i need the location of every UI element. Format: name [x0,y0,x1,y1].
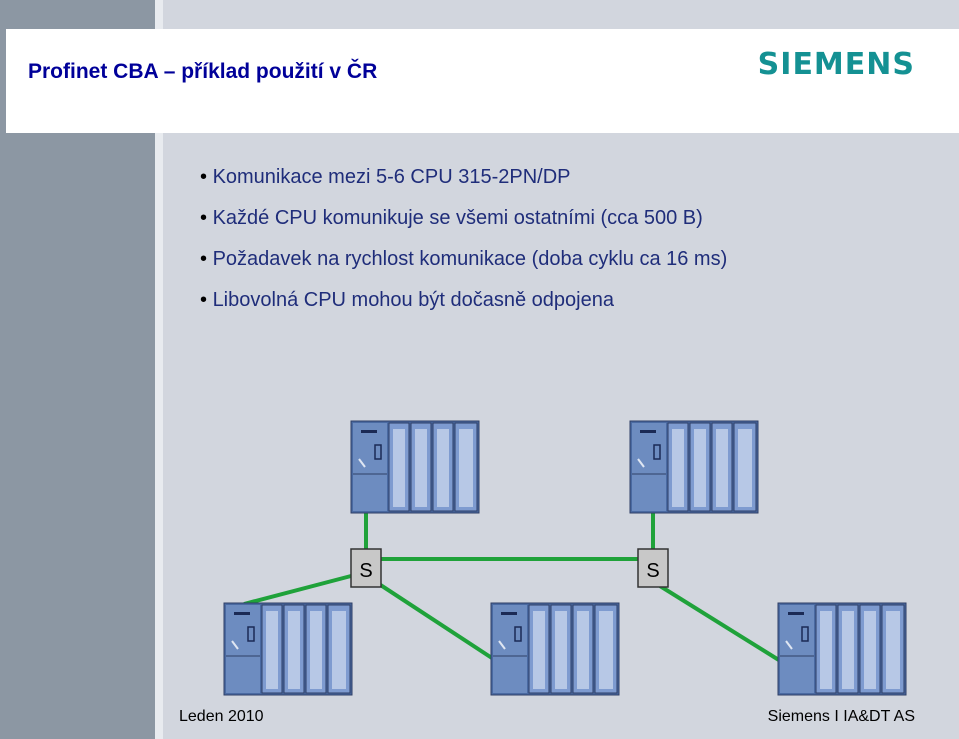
network-switch-icon: S [637,548,669,588]
network-link [658,584,784,664]
plc-station-icon [490,602,620,696]
plc-station-icon [350,420,480,514]
bullet-item: Libovolná CPU mohou být dočasně odpojena [200,286,727,327]
header-band [6,29,959,133]
bullet-item: Každé CPU komunikuje se všemi ostatními … [200,204,727,245]
bullet-item: Komunikace mezi 5-6 CPU 315-2PN/DP [200,163,727,204]
network-link [377,582,500,664]
bullet-item: Požadavek na rychlost komunikace (doba c… [200,245,728,286]
footer-company: Siemens I IA&DT AS [767,708,915,725]
footer-date: Leden 2010 [179,708,264,725]
slide-title: Profinet CBA – příklad použití v ČR [28,60,378,83]
plc-station-icon [777,602,907,696]
left-decor-stripe [155,0,163,739]
plc-station-icon [223,602,353,696]
bullet-list: Komunikace mezi 5-6 CPU 315-2PN/DP Každé… [200,163,728,327]
siemens-logo: SIEMENS [757,47,915,82]
switch-label: S [359,560,372,582]
network-link [243,574,352,606]
switch-label: S [646,560,659,582]
network-switch-icon: S [350,548,382,588]
plc-station-icon [629,420,759,514]
